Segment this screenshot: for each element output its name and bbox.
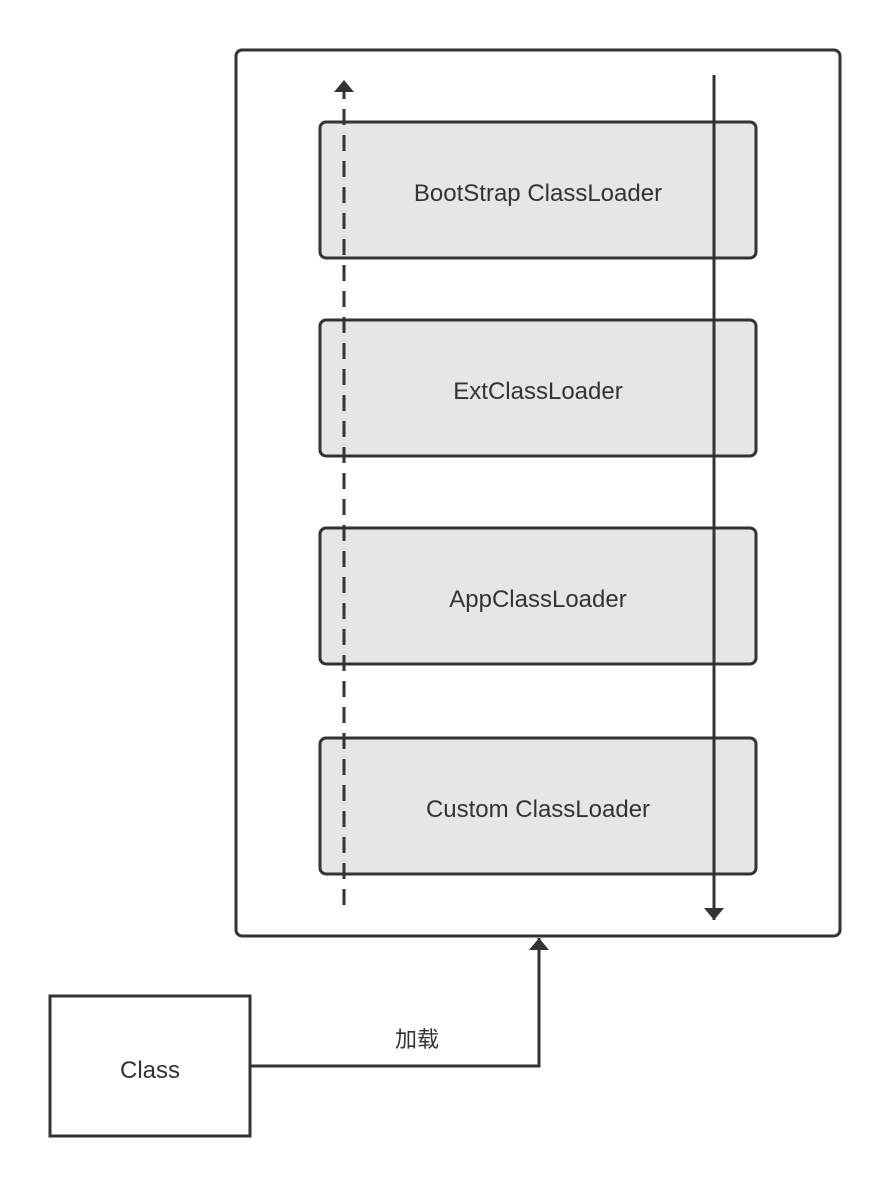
loader-app: AppClassLoader (318, 526, 758, 666)
loader-app-box (318, 526, 758, 666)
loader-ext-label: ExtClassLoader (453, 378, 622, 405)
loader-bootstrap: BootStrap ClassLoader (318, 120, 758, 260)
load-connector-label: 加载 (395, 1028, 439, 1053)
loader-ext-box (318, 318, 758, 458)
loader-app-label: AppClassLoader (449, 586, 626, 613)
loader-ext: ExtClassLoader (318, 318, 758, 458)
classloader-container (234, 48, 842, 938)
class-label: Class (120, 1057, 180, 1084)
class-node: Class (48, 994, 252, 1138)
loader-custom-box (318, 736, 758, 876)
loader-custom: Custom ClassLoader (318, 736, 758, 876)
loader-custom-label: Custom ClassLoader (426, 796, 650, 823)
load-connector-arrow (250, 938, 549, 1068)
loader-bootstrap-label: BootStrap ClassLoader (414, 180, 662, 207)
loader-bootstrap-box (318, 120, 758, 260)
